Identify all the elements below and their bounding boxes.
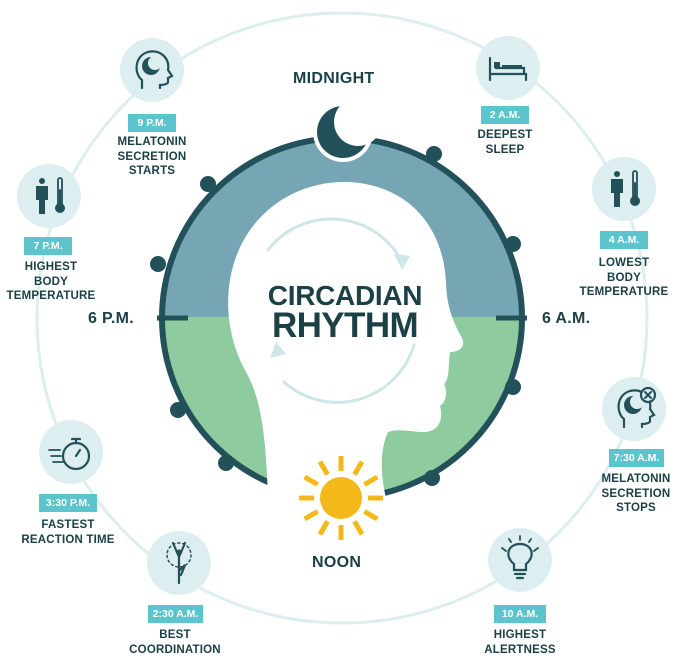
- rim-dot: [200, 176, 216, 192]
- sun-ray: [317, 460, 330, 476]
- time-badge-330pm: 3:30 P.M.: [39, 494, 97, 512]
- rim-dot: [218, 455, 234, 471]
- rim-dot: [505, 236, 521, 252]
- person-thermometer-icon: [592, 157, 656, 221]
- balance-figure-icon: [147, 531, 211, 595]
- event-label-highest-temp: HIGHEST BODY TEMPERATURE: [6, 261, 96, 302]
- lightbulb-icon: [488, 528, 552, 592]
- marker-6am: 6 A.M.: [542, 310, 591, 327]
- title-line-2: RHYTHM: [271, 306, 419, 345]
- arrow-head-bottom: [270, 342, 286, 358]
- moon-icon: [313, 98, 382, 162]
- head-moon-off-icon: [602, 377, 666, 441]
- rim-dot: [426, 146, 442, 162]
- sun-ray: [363, 509, 379, 522]
- time-badge-230am: 2:30 A.M.: [148, 605, 203, 623]
- arrow-head-top: [394, 254, 410, 270]
- rim-dots: [150, 146, 521, 486]
- person-thermometer-icon: [17, 164, 81, 228]
- marker-midnight: MIDNIGHT: [293, 70, 375, 87]
- cycle-arrows: [266, 217, 416, 404]
- time-badge-7pm: 7 P.M.: [24, 237, 72, 255]
- rim-dot: [424, 470, 440, 486]
- stopwatch-icon: [39, 420, 103, 484]
- time-badge-9pm: 9 P.M.: [128, 114, 176, 132]
- sun-ray: [352, 460, 365, 476]
- time-badge-4am: 4 A.M.: [600, 231, 648, 249]
- time-badge-2am: 2 A.M.: [481, 106, 529, 124]
- sun-ray: [303, 509, 319, 522]
- bed-icon: [476, 36, 540, 100]
- rim-dot: [170, 402, 186, 418]
- sun-ray: [303, 474, 319, 487]
- rim-dot: [150, 256, 166, 272]
- event-label-melatonin-starts: MELATONIN SECRETION STARTS: [117, 136, 187, 177]
- sun-ray: [352, 520, 365, 536]
- marker-noon: NOON: [312, 554, 362, 571]
- event-label-melatonin-stops: MELATONIN SECRETION STOPS: [601, 473, 671, 514]
- time-badge-10am: 10 A.M.: [494, 605, 546, 623]
- sun-ray: [363, 474, 379, 487]
- rim-dot: [505, 379, 521, 395]
- head-moon-icon: [120, 38, 184, 102]
- marker-6pm: 6 P.M.: [88, 310, 134, 327]
- outer-ring: [35, 11, 649, 625]
- event-label-lowest-temp: LOWEST BODY TEMPERATURE: [579, 257, 669, 298]
- sun-icon: [299, 456, 383, 540]
- time-badge-730am: 7:30 A.M.: [609, 449, 664, 467]
- event-label-highest-alertness: HIGHEST ALERTNESS: [484, 629, 556, 656]
- event-label-fastest-reaction: FASTEST REACTION TIME: [21, 519, 115, 546]
- title-line-1: CIRCADIAN: [267, 280, 423, 311]
- event-label-best-coordination: BEST COORDINATION: [129, 629, 221, 656]
- sun-ray: [317, 520, 330, 536]
- event-label-deepest-sleep: DEEPEST SLEEP: [477, 129, 533, 156]
